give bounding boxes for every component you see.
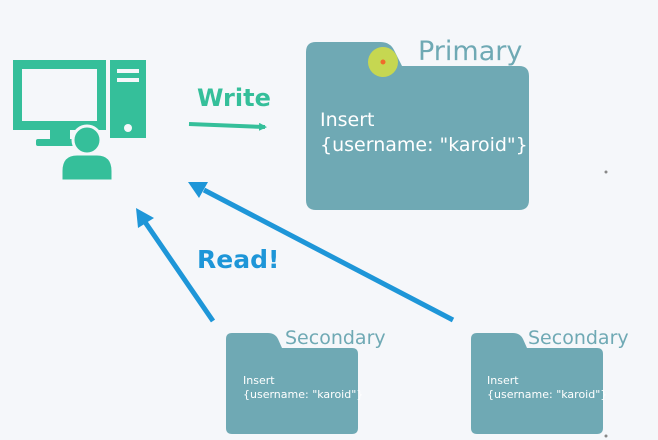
write-arrow xyxy=(188,122,267,131)
corner-mark xyxy=(604,170,608,174)
computer-icon xyxy=(13,60,146,183)
primary-title: Primary xyxy=(418,36,523,67)
secondary-folder-1 xyxy=(226,333,358,434)
secondary-folder-2 xyxy=(471,333,603,434)
secondary-1-title: Secondary xyxy=(285,327,386,349)
secondary-2-document: Insert {username: "karoid"} xyxy=(487,374,607,402)
write-label: Write xyxy=(197,84,271,112)
primary-folder xyxy=(306,42,529,210)
read-label: Read! xyxy=(197,245,280,274)
secondary-2-title: Secondary xyxy=(528,327,629,349)
read-arrow-left xyxy=(136,208,216,323)
secondary-1-line-1: Insert xyxy=(243,374,275,387)
primary-document: Insert {username: "karoid"} xyxy=(320,108,528,158)
primary-line-2: {username: "karoid"} xyxy=(320,134,528,156)
primary-line-1: Insert xyxy=(320,109,375,131)
corner-mark xyxy=(604,434,608,438)
read-arrow-right xyxy=(188,182,455,323)
secondary-2-line-1: Insert xyxy=(487,374,519,387)
secondary-1-document: Insert {username: "karoid"} xyxy=(243,374,363,402)
secondary-1-line-2: {username: "karoid"} xyxy=(243,388,364,401)
secondary-2-line-2: {username: "karoid"} xyxy=(487,388,608,401)
